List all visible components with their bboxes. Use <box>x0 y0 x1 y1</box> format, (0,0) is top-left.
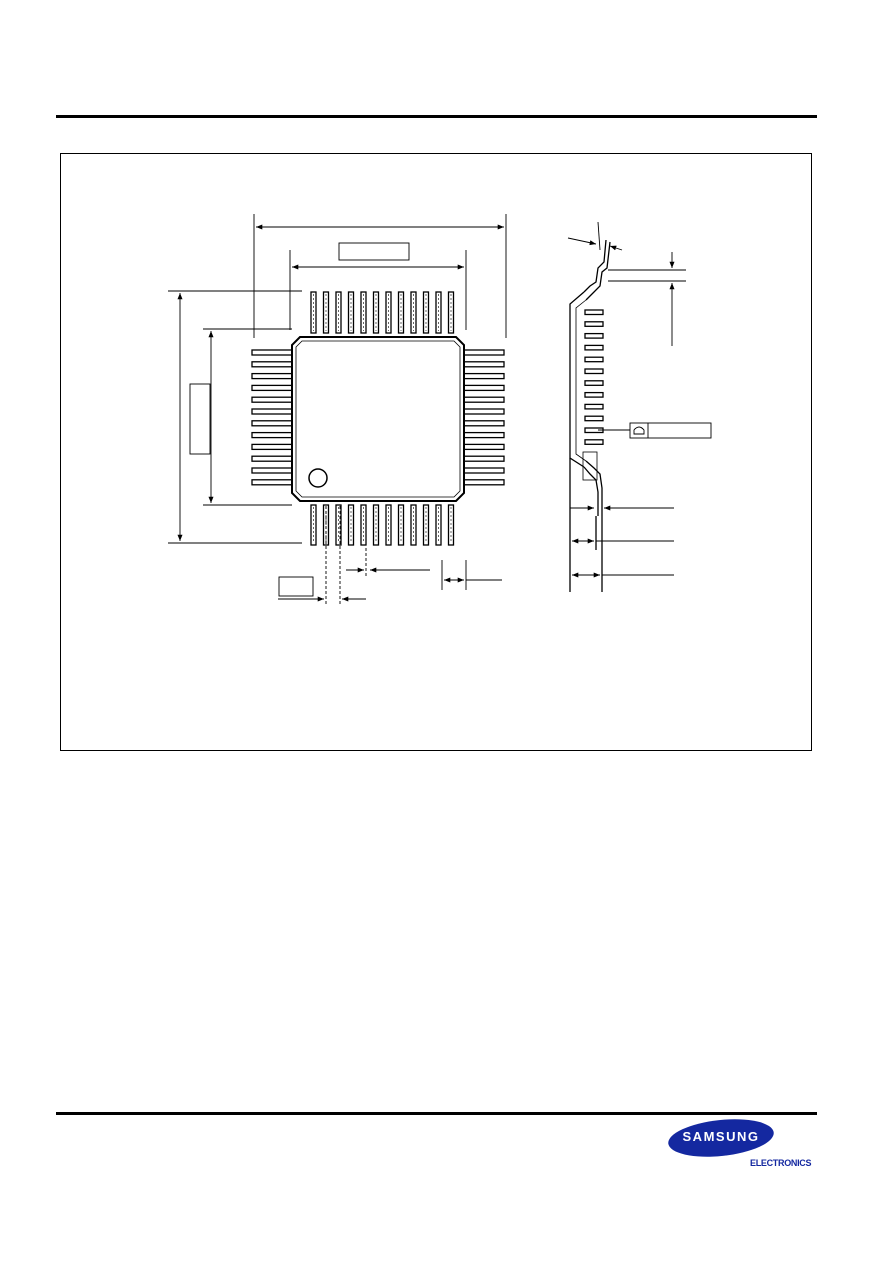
lead-right <box>463 349 505 356</box>
side-pins <box>584 309 604 445</box>
electronics-subline: ELECTRONICS <box>750 1158 812 1168</box>
lead-right <box>463 408 505 415</box>
lead-right <box>463 431 505 439</box>
lead-left <box>251 408 293 415</box>
lead-top <box>322 291 330 334</box>
lead-top <box>335 291 342 334</box>
lead-bottom <box>347 504 355 546</box>
samsung-electronics-logo: SAMSUNG ELECTRONICS <box>666 1114 818 1172</box>
lead-left <box>251 431 293 439</box>
lead-bottom <box>435 504 442 546</box>
pins-top <box>310 291 455 334</box>
side-body <box>569 291 585 468</box>
lead-top <box>310 291 317 334</box>
lead-right <box>463 396 505 403</box>
side-lead <box>584 380 604 386</box>
lead-bottom <box>310 504 317 546</box>
lead-top <box>360 291 367 334</box>
lead-left <box>251 455 293 462</box>
side-view-dimensions <box>567 221 712 578</box>
lead-right <box>463 443 505 451</box>
side-lead <box>584 321 604 327</box>
lead-top <box>385 291 392 334</box>
side-lead-bottom <box>583 466 599 516</box>
pins-bottom <box>310 504 455 546</box>
side-lead <box>584 344 604 351</box>
lead-bottom <box>447 504 455 546</box>
lead-bottom <box>422 504 430 546</box>
side-lead <box>584 391 604 398</box>
lead-left <box>251 479 293 486</box>
lead-left <box>251 349 293 356</box>
lead-right <box>463 372 505 380</box>
footer-rule <box>56 1112 817 1115</box>
lead-right <box>463 420 505 427</box>
lead-right <box>463 479 505 486</box>
lead-top <box>397 291 405 334</box>
height-label-box <box>189 383 211 455</box>
lead-top <box>347 291 355 334</box>
lead-bottom <box>410 504 417 546</box>
lead-width-label-box <box>278 576 314 597</box>
lead-left <box>251 361 293 368</box>
package-body <box>291 336 465 502</box>
package-drawing-frame <box>60 153 812 751</box>
side-lead <box>584 332 604 339</box>
top-view-dimensions <box>168 214 507 604</box>
side-lead-top <box>583 239 607 293</box>
lead-bottom <box>360 504 367 546</box>
lead-bottom <box>385 504 392 546</box>
side-lead <box>584 309 604 316</box>
lead-bottom <box>397 504 405 546</box>
lead-left <box>251 384 293 392</box>
side-lead <box>584 403 604 410</box>
lead-left <box>251 372 293 380</box>
side-lead <box>584 415 604 422</box>
top-view <box>251 291 505 546</box>
lead-right <box>463 361 505 368</box>
lead-left <box>251 443 293 451</box>
package-body-inner <box>295 340 461 498</box>
pins-right <box>463 349 505 486</box>
side-view <box>569 239 611 592</box>
width-label-box <box>338 242 410 261</box>
lead-bottom <box>372 504 380 546</box>
lead-top <box>435 291 442 334</box>
lead-top <box>372 291 380 334</box>
lead-left <box>251 396 293 403</box>
side-lead <box>584 356 604 363</box>
lead-top <box>422 291 430 334</box>
lead-bottom <box>335 504 342 546</box>
side-lead <box>584 439 604 445</box>
lead-top <box>447 291 455 334</box>
lead-right <box>463 455 505 462</box>
coplanarity-symbol <box>633 426 645 435</box>
samsung-wordmark: SAMSUNG <box>682 1129 760 1144</box>
coplanarity-frame <box>629 422 712 439</box>
lead-right <box>463 384 505 392</box>
lead-left <box>251 467 293 474</box>
lead-bottom <box>322 504 330 546</box>
lead-top <box>410 291 417 334</box>
pin-1-marker <box>308 468 328 488</box>
lead-left <box>251 420 293 427</box>
side-lead <box>584 368 604 375</box>
header-rule <box>56 115 817 118</box>
lead-right <box>463 467 505 474</box>
pins-left <box>251 349 293 486</box>
side-inner-cavity <box>582 451 598 481</box>
